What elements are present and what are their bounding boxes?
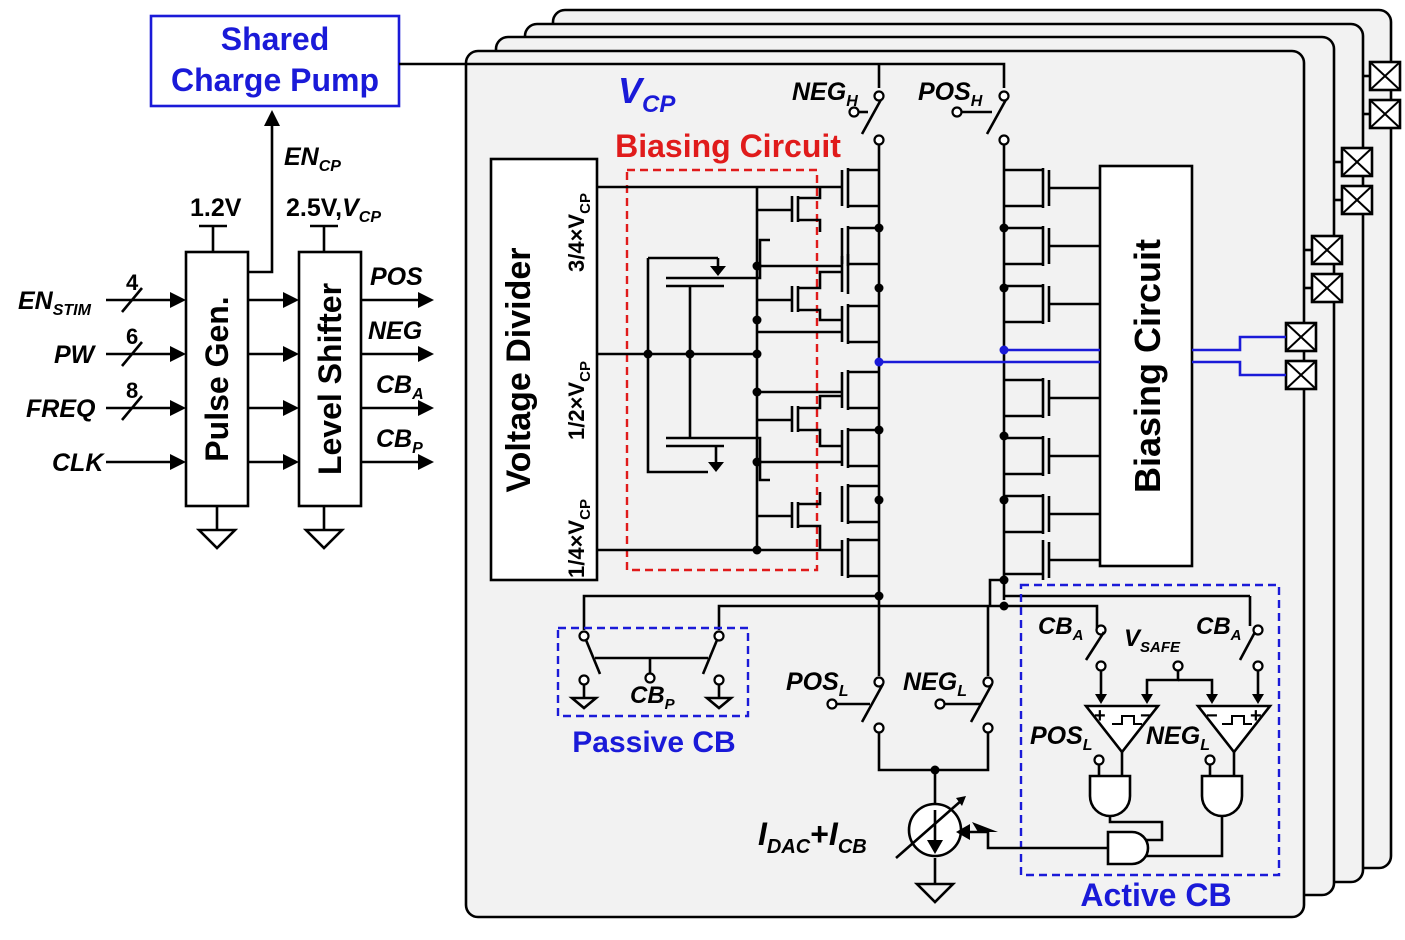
biasing-circuit-block (1098, 164, 1194, 568)
left-stack (755, 187, 842, 550)
cb-a-left-label: CBA (1038, 613, 1084, 644)
divider-wires (597, 185, 842, 552)
passive-cb-switches (568, 630, 735, 710)
neg-l-label: NEGL (903, 668, 967, 700)
vcp-wire (399, 62, 1006, 88)
tap-3-4: 3/4×VCP (564, 193, 594, 272)
comp-right-label: NEGL (1146, 722, 1210, 754)
charge-pump-label-1: Shared (221, 21, 329, 57)
vcp-label: VCP (618, 70, 676, 118)
output-pos: POS (370, 263, 423, 291)
block-grounds (195, 506, 346, 550)
and-gates (956, 754, 1244, 866)
channel-panel-1 (464, 49, 1306, 919)
comparators (1083, 704, 1273, 776)
pulse-gen-label: Pulse Gen. (199, 296, 235, 461)
electrode-pads (1284, 60, 1402, 391)
electrode-wires (879, 335, 1286, 377)
bits-pw: 6 (126, 324, 138, 349)
voltage-divider-label: Voltage Divider (500, 248, 538, 493)
bottom-bus (582, 578, 1252, 676)
input-pw: PW (54, 341, 97, 369)
supply-taps (199, 224, 338, 252)
shared-charge-pump-block (149, 14, 401, 108)
active-cb-region (1019, 583, 1281, 877)
neg-h-label: NEGH (792, 78, 858, 110)
biasing-circuit-region (625, 168, 819, 572)
cb-a-right-label: CBA (1196, 613, 1242, 644)
pos-l-label: POSL (786, 668, 849, 700)
output-cb-a: CBA (376, 371, 424, 403)
output-cb-p: CBP (376, 425, 423, 457)
cb-p-label: CBP (630, 682, 676, 713)
en-cp-label: ENCP (284, 143, 341, 175)
neg-l-switch (934, 676, 994, 734)
input-signals: ENSTIM PW FREQ CLK 4 6 8 (18, 270, 186, 477)
pos-h-switch (951, 90, 1010, 146)
comp-right-minus: − (1206, 705, 1218, 727)
output-signals: POS NEG CBA CBP (361, 263, 434, 470)
output-neg: NEG (368, 317, 422, 345)
internal-bus (248, 292, 299, 470)
bits-en-stim: 4 (126, 270, 139, 295)
tap-1-2: 1/2×VCP (564, 361, 594, 440)
biasing-circuit-label: Biasing Circuit (615, 128, 841, 164)
passive-cb-region (556, 626, 750, 718)
pos-l-switch (826, 676, 885, 734)
active-cb-label: Active CB (1080, 877, 1231, 913)
current-source (895, 796, 966, 904)
bits-freq: 8 (126, 378, 138, 403)
charge-pump-label-2: Charge Pump (171, 62, 379, 98)
comp-left-minus: − (1140, 705, 1152, 727)
input-clk: CLK (52, 449, 105, 477)
v-safe-label: VSAFE (1124, 625, 1181, 656)
tap-1-4: 1/4×VCP (564, 499, 594, 578)
comp-right-plus: + (1250, 705, 1262, 727)
level-shifter-block (297, 250, 363, 508)
input-en-stim: ENSTIM (18, 287, 92, 319)
pulse-gen-supply: 1.2V (190, 194, 242, 222)
current-source-label: IDAC+ICB (758, 816, 867, 858)
passive-cb-label: Passive CB (572, 726, 735, 759)
neg-h-switch (848, 90, 885, 146)
comp-left-label: POSL (1030, 722, 1093, 754)
active-cb-switches (1084, 624, 1264, 704)
biasing-circuit-block-label: Biasing Circuit (1127, 239, 1168, 493)
input-freq: FREQ (26, 395, 96, 423)
voltage-divider-block (489, 157, 599, 582)
level-shifter-supply: 2.5V,VCP (286, 194, 381, 226)
level-shifter-label: Level Shifter (312, 283, 348, 475)
pos-h-label: POSH (918, 78, 983, 110)
high-side-left-column (840, 140, 881, 600)
high-side-right-column (1002, 140, 1100, 600)
comp-left-plus: + (1094, 705, 1106, 727)
en-cp-wire (248, 124, 274, 274)
